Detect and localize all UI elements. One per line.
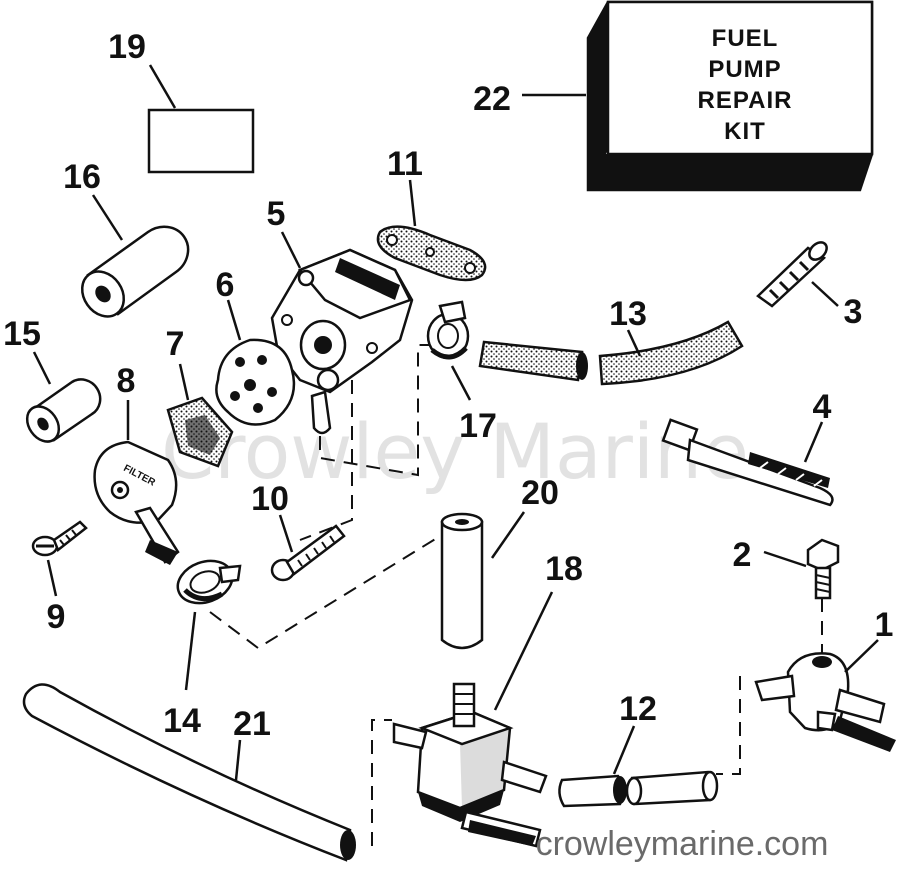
part-4-cable-tie [661,418,834,507]
part-15-filter-element [25,378,102,443]
callout-11: 11 [387,145,423,183]
callout-9: 9 [47,598,66,636]
part-1-shutoff-valve [754,652,896,752]
part-3-fitting [756,241,828,308]
part-10-screw [270,524,346,582]
part-21-fuel-hose [22,683,356,862]
kit-label-line-2: PUMP [708,56,781,83]
part-19-decal [147,108,255,174]
footer-url: crowleymarine.com [536,825,829,863]
callout-18: 18 [545,550,583,588]
callout-6: 6 [216,266,235,304]
part-2-bolt [806,538,840,600]
callout-20: 20 [521,474,559,512]
callout-22: 22 [473,80,511,118]
callout-5: 5 [267,195,286,233]
kit-label-line-1: FUEL [712,25,779,52]
callout-12: 12 [619,690,657,728]
callout-7: 7 [166,325,185,363]
part-18-fuel-filter-assembly [392,682,548,848]
callout-14: 14 [163,702,201,740]
callout-15: 15 [3,315,41,353]
callout-21: 21 [233,705,271,743]
callout-16: 16 [63,158,101,196]
callout-1: 1 [875,606,894,644]
part-17-hose-clamp [426,300,470,360]
part-13-fuel-hose [478,320,744,386]
kit-label-line-3: REPAIR [698,87,793,114]
part-8-filter-housing: FILTER [93,440,180,565]
callout-17: 17 [459,407,497,445]
part-16-filter-element [80,225,190,318]
callout-19: 19 [108,28,146,66]
callout-3: 3 [844,293,863,331]
part-6-diaphragm [215,338,296,426]
part-22-repair-kit-box: FUEL PUMP REPAIR KIT [586,0,874,192]
callout-4: 4 [813,388,832,426]
part-20-filter-element [440,512,484,650]
callout-2: 2 [733,536,752,574]
kit-label-line-4: KIT [724,118,766,145]
part-9-screw [31,520,88,557]
part-7-check-valve [166,396,234,468]
callout-13: 13 [609,295,647,333]
callout-8: 8 [117,362,136,400]
part-14-hose-clamp [176,559,242,605]
callout-10: 10 [251,480,289,518]
part-5-fuel-pump-body [270,248,414,435]
part-11-gasket [376,225,487,282]
part-12-fuel-hose-sections [558,770,719,808]
